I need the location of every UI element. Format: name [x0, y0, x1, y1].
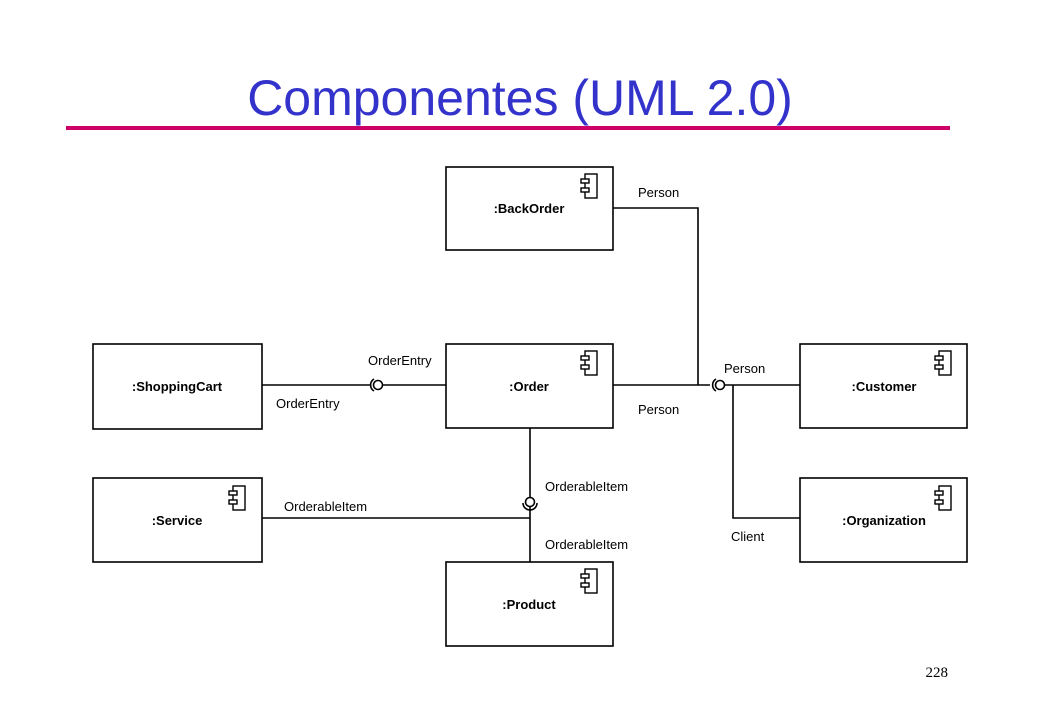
- component-shoppingcart: :ShoppingCart: [92, 343, 263, 430]
- person-socket: [711, 378, 717, 392]
- orderentry-ball: [372, 379, 384, 391]
- page-number: 228: [925, 665, 949, 681]
- component-label: :Product: [502, 597, 556, 612]
- orderentry-provided-label: OrderEntry: [368, 353, 432, 368]
- component-label: :ShoppingCart: [132, 379, 223, 394]
- orderableitem-product-label: OrderableItem: [545, 537, 628, 552]
- slide-title: Componentes (UML 2.0): [247, 70, 793, 126]
- connector-labels: Person OrderEntry OrderEntry Person Pers…: [276, 185, 765, 552]
- order-person-label: Person: [638, 402, 679, 417]
- component-service: :Service: [92, 477, 263, 563]
- component-backorder: :BackOrder: [445, 166, 614, 251]
- backorder-person-label: Person: [638, 185, 679, 200]
- orderableitem-ball: [524, 496, 536, 508]
- connector-wires: [262, 207, 800, 562]
- orderableitem-service-label: OrderableItem: [284, 499, 367, 514]
- title-underline: [66, 126, 950, 130]
- component-order: :Order: [445, 343, 614, 429]
- client-wire: [732, 385, 800, 519]
- component-product: :Product: [445, 561, 614, 647]
- component-label: :Order: [509, 379, 549, 394]
- component-label: :Service: [152, 513, 203, 528]
- person-ball: [714, 379, 726, 391]
- component-organization: :Organization: [799, 477, 968, 563]
- orderableitem-top-label: OrderableItem: [545, 479, 628, 494]
- orderentry-required-label: OrderEntry: [276, 396, 340, 411]
- component-label: :BackOrder: [494, 201, 565, 216]
- client-label: Client: [731, 529, 765, 544]
- component-label: :Organization: [842, 513, 926, 528]
- component-label: :Customer: [851, 379, 916, 394]
- component-customer: :Customer: [799, 343, 968, 429]
- backorder-person-wire: [613, 207, 699, 385]
- customer-person-label: Person: [724, 361, 765, 376]
- orderentry-socket: [369, 378, 375, 392]
